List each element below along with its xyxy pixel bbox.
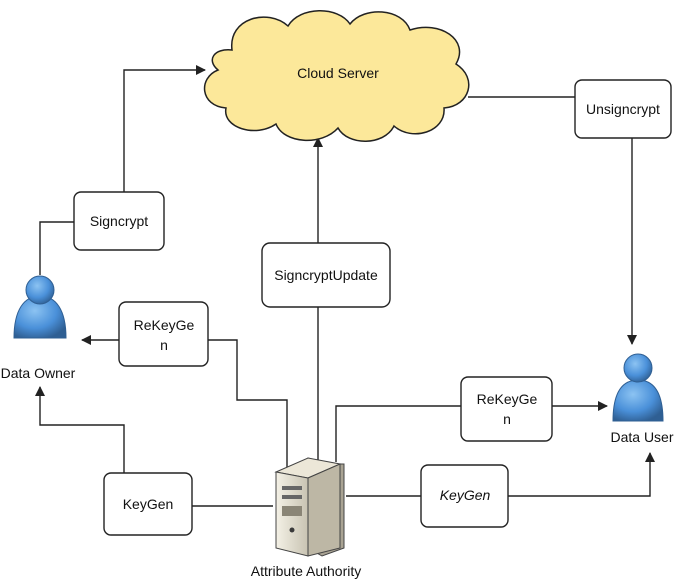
signcrypt-box: Signcrypt xyxy=(73,191,165,251)
attribute-authority: Attribute Authority xyxy=(251,457,362,579)
authority-to-rekeygen-left-line xyxy=(208,339,288,472)
cloud-server: Cloud Server xyxy=(203,10,470,142)
unsigncrypt-label: Unsigncrypt xyxy=(586,101,660,117)
keygen-right-to-user-arrow xyxy=(508,452,655,497)
person-icon xyxy=(13,275,67,339)
signcryptupdate-box: SigncryptUpdate xyxy=(261,242,391,308)
signcrypt-to-cloud-arrow xyxy=(123,65,206,192)
connectors xyxy=(35,65,655,507)
rekeygen-left-box: ReKeyGe n xyxy=(118,301,209,367)
signcrypt-label: Signcrypt xyxy=(90,213,148,229)
rekeygen-right-box: ReKeyGe n xyxy=(460,376,553,442)
owner-to-signcrypt-line xyxy=(39,221,74,275)
rekeygen-right-line2: n xyxy=(503,411,511,427)
data-owner: Data Owner xyxy=(1,275,76,381)
attribute-authority-label: Attribute Authority xyxy=(251,563,362,579)
keygen-right-box: KeyGen xyxy=(420,464,509,528)
authority-to-rekeygen-right-line xyxy=(335,405,461,462)
keygen-left-to-owner-arrow xyxy=(35,386,125,473)
cloud-shape xyxy=(203,10,470,142)
cloud-server-label: Cloud Server xyxy=(297,65,379,81)
data-user: Data User xyxy=(610,353,674,445)
keygen-right-label: KeyGen xyxy=(440,487,491,503)
rekeygen-left-line2: n xyxy=(160,337,168,353)
data-owner-label: Data Owner xyxy=(1,365,76,381)
keygen-left-box: KeyGen xyxy=(103,472,193,536)
signcryptupdate-label: SigncryptUpdate xyxy=(274,267,378,283)
data-user-label: Data User xyxy=(610,429,673,445)
rekeygen-left-line1: ReKeyGe xyxy=(134,317,195,333)
server-icon xyxy=(274,457,345,557)
unsigncrypt-box: Unsigncrypt xyxy=(574,79,672,139)
rekeygen-right-line1: ReKeyGe xyxy=(477,391,538,407)
keygen-left-label: KeyGen xyxy=(123,496,174,512)
person-icon xyxy=(612,353,664,422)
